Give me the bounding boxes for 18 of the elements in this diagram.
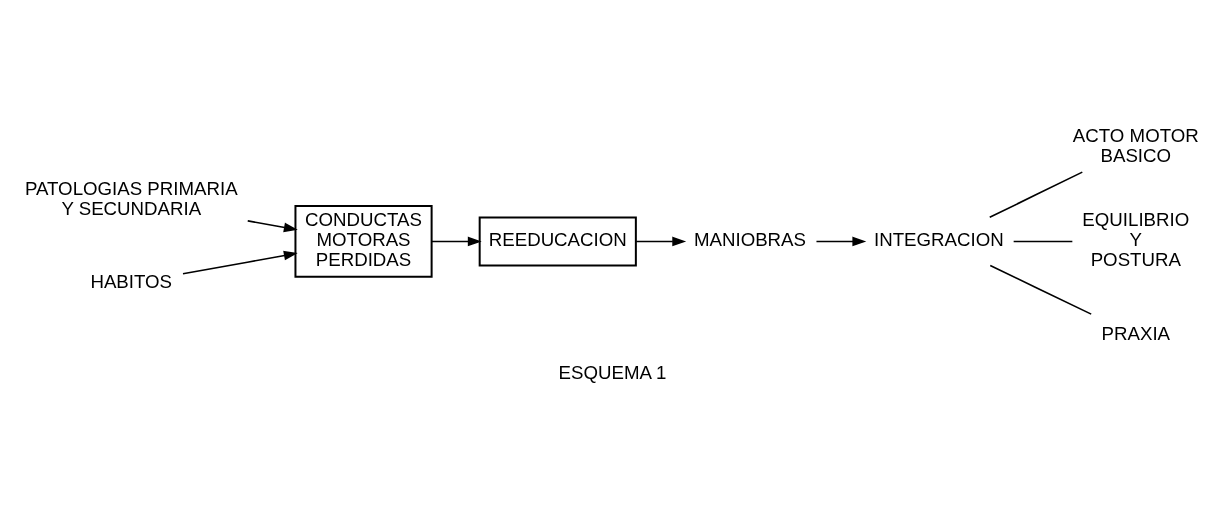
node-text: EQUILIBRIO Y POSTURA	[1082, 208, 1190, 270]
arrow	[635, 236, 687, 246]
node-text: HABITOS	[90, 270, 173, 292]
arrow	[246, 219, 298, 232]
node-box: CONDUCTAS MOTORAS PERDIDAS	[294, 204, 433, 278]
arrow	[182, 250, 298, 275]
arrow	[815, 236, 867, 246]
node-text: MANIOBRAS	[693, 228, 807, 250]
connector	[988, 170, 1084, 218]
node-box: REEDUCACION	[478, 215, 637, 266]
node-text: PRAXIA	[1101, 322, 1171, 344]
arrow	[431, 236, 482, 246]
node-text: ACTO MOTOR BASICO	[1072, 124, 1199, 166]
caption: ESQUEMA 1	[558, 361, 667, 383]
node-text: PATOLOGIAS PRIMARIA Y SECUNDARIA	[24, 177, 238, 219]
connector	[989, 264, 1092, 315]
node-text: INTEGRACION	[874, 228, 1004, 250]
connector	[1012, 240, 1074, 242]
